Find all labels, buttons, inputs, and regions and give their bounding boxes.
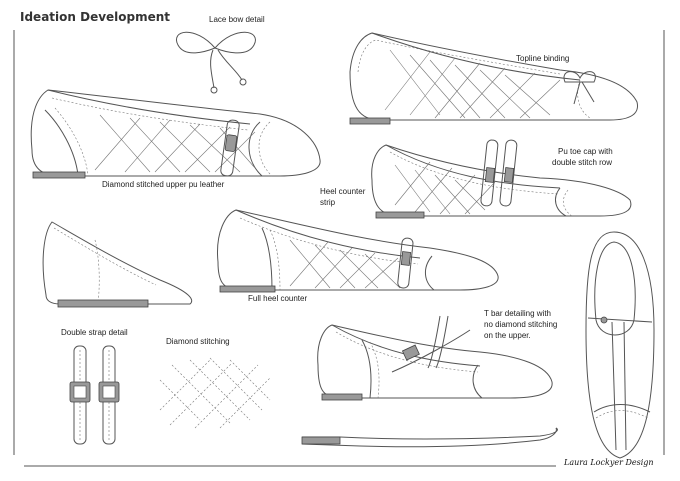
page-title: Ideation Development (20, 10, 171, 24)
shoe-diamond-stitched (30, 89, 321, 179)
label-full-heel-counter: Full heel counter (248, 294, 308, 303)
sole-sketch (301, 427, 558, 448)
shoe-toe-cap-double-strap (371, 139, 632, 219)
label-diamond-upper: Diamond stitched upper pu leather (102, 180, 225, 189)
shoe-heel-counter-view (42, 221, 193, 308)
label-diamond-stitching: Diamond stitching (166, 337, 230, 346)
label-toe-cap-line1: Pu toe cap with (558, 147, 613, 156)
shoe-t-bar (317, 315, 553, 401)
label-lace-bow: Lace bow detail (209, 15, 265, 24)
label-toe-cap-line2: double stitch row (552, 158, 613, 167)
label-topline-binding: Topline binding (516, 54, 570, 63)
shoe-top-view (585, 231, 655, 459)
label-t-bar-line2: no diamond stitching (484, 320, 558, 329)
designer-signature: Laura Lockyer Design (564, 458, 654, 467)
diamond-stitching-sketch (159, 357, 271, 429)
label-heel-counter-line1: Heel counter (320, 187, 366, 196)
label-double-strap: Double strap detail (61, 328, 128, 337)
label-t-bar-line3: on the upper. (484, 331, 531, 340)
label-t-bar-line1: T bar detailing with (484, 309, 551, 318)
shoe-topline-binding (349, 32, 639, 125)
double-strap-sketch (69, 345, 120, 445)
label-heel-counter-line2: strip (320, 198, 336, 207)
lace-bow-sketch (176, 31, 256, 94)
shoe-full-heel-counter (217, 209, 499, 293)
